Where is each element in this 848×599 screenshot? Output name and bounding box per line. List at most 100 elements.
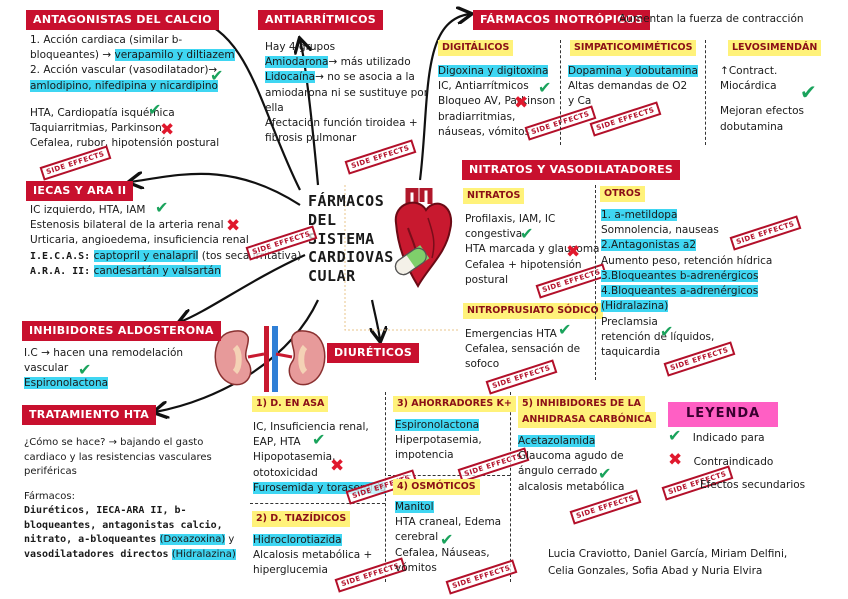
kidney-illustration xyxy=(214,326,326,392)
tia-line-3: hiperglucemia xyxy=(253,564,328,577)
ieca-contraindications: Estenosis bilateral de la arteria renal xyxy=(30,219,224,232)
arrow-to-ieca xyxy=(130,174,301,206)
antiarr-line-1: Hay 4 grupos xyxy=(265,41,336,53)
diureticos-title: DIURÉTICOS xyxy=(327,343,420,363)
check-icon: ✔ xyxy=(558,320,572,339)
anhidrasa-section: Acetazolamida Glaucoma agudo de ángulo c… xyxy=(518,434,638,495)
trat-line-1: ¿Cómo se hace? → bajando el gasto xyxy=(24,437,204,448)
ieca-title: IECAS Y ARA II xyxy=(26,181,134,201)
simp-line-3: y Ca xyxy=(568,95,592,108)
trat-line-3: periféricas xyxy=(24,466,77,477)
asa-title: 1) D. EN ASA xyxy=(252,396,329,412)
dig-side-1: bradiarritmias, xyxy=(438,110,516,123)
antag-line-3: 2. Acción vascular (vasodilatador)→ xyxy=(30,64,218,77)
antagonistas-calcio-title: ANTAGONISTAS DEL CALCIO xyxy=(26,10,219,30)
main-title: FÁRMACOS DEL SISTEMA CARDIOVAS CULAR xyxy=(308,192,394,285)
trat-line-5: Diuréticos, IECA-ARA II, b- xyxy=(24,505,187,516)
levosimendan-section: ↑Contract. Miocárdica Mejoran efectos do… xyxy=(720,64,840,135)
digitalicos-section: Digoxina y digitoxina IC, Antiarrítmicos… xyxy=(438,64,563,140)
antag-line-1: 1. Acción cardiaca (similar b- xyxy=(30,34,183,46)
antiarritmicos-section: Hay 4 grupos Amiodarona→ más utilizado L… xyxy=(265,40,435,147)
aldo-line-1: I.C → hacen una remodelación xyxy=(24,347,184,359)
asa-section: IC, Insuficiencia renal, EAP, HTA Hipopo… xyxy=(253,420,387,496)
osmoticos-section: Manitol HTA craneal, Edema cerebral Cefa… xyxy=(395,500,507,576)
antiarr-drug-2: Lidocaína xyxy=(265,71,316,84)
aho-drug: Espironolactona xyxy=(395,419,480,431)
arrow-to-inotropicos xyxy=(418,14,470,181)
authors: Lucia Craviotto, Daniel García, Miriam D… xyxy=(548,546,838,580)
osmoticos-title: 4) OSMÓTICOS xyxy=(393,479,480,495)
levosimendan-title: LEVOSIMENDÁN xyxy=(728,40,822,56)
check-icon: ✔ xyxy=(538,78,552,97)
simpaticomimeticos-section: Dopamina y dobutamina Altas demandas de … xyxy=(568,64,698,110)
anh-drug: Acetazolamida xyxy=(518,435,596,447)
check-icon: ✔ xyxy=(520,224,534,243)
nitroprusiato-title: NITROPRUSIATO SÓDICO xyxy=(463,303,603,319)
ieca-drugs: captopril y enalapril xyxy=(93,249,199,262)
tratamiento-section: ¿Cómo se hace? → bajando el gasto cardia… xyxy=(24,436,236,562)
legend: ✔ Indicado para ✖ Contraindicado SIDE EF… xyxy=(661,428,828,502)
antag-line-2a: bloqueantes) → xyxy=(30,49,112,62)
cross-icon: ✖ xyxy=(330,456,345,476)
otros-line-2: Somnolencia, nauseas xyxy=(601,224,719,237)
cross-icon: ✖ xyxy=(160,120,175,140)
ieca-indications: IC izquierdo, HTA, IAM xyxy=(30,204,146,216)
antiarr-drug-1: Amiodarona xyxy=(265,56,329,69)
antiarritmicos-title: ANTIARRÍTMICOS xyxy=(258,10,383,30)
dig-contraindications: Bloqueo AV, Parkinson xyxy=(438,95,556,108)
divider xyxy=(705,40,706,145)
check-icon: ✔ xyxy=(800,80,817,104)
inotropicos-title: FÁRMACOS INOTRÓPICOS xyxy=(473,10,651,30)
otros-line-8: Preclamsia xyxy=(601,315,658,328)
check-icon: ✔ xyxy=(440,530,454,549)
asa-line-4: ototoxicidad xyxy=(253,466,318,479)
trat-line-7c: y xyxy=(228,534,235,545)
otros-line-10: taquicardia xyxy=(601,345,661,358)
nit-line-2: congestiva xyxy=(465,228,523,241)
nitratos-title: NITRATOS Y VASODILATADORES xyxy=(462,160,681,180)
osm-line-5: vómitos xyxy=(395,561,437,574)
dig-drugs: Digoxina y digitoxina xyxy=(438,65,549,77)
ahorradores-section: Espironolactona Hiperpotasemia, impotenc… xyxy=(395,418,507,464)
tiazidicos-title: 2) D. TIAZÍDICOS xyxy=(252,511,351,527)
cross-icon: ✖ xyxy=(514,93,529,113)
divider xyxy=(595,185,596,380)
osm-line-2: HTA craneal, Edema xyxy=(395,516,502,529)
nitratos-section: Profilaxis, IAM, IC congestiva HTA marca… xyxy=(465,212,600,288)
antiarr-line-2b: → más utilizado xyxy=(328,56,411,69)
tratamiento-title: TRATAMIENTO HTA xyxy=(22,405,157,425)
antiarr-line-4: amiodarona ni se sustituye por xyxy=(265,86,429,99)
legend-contra: Contraindicado xyxy=(693,456,774,469)
legend-title: LEYENDA xyxy=(668,402,779,427)
otros-drug-3: 3.Bloqueantes b-adrenérgicos xyxy=(601,269,759,282)
tia-line-2: Alcalosis metabólica + xyxy=(253,549,373,562)
check-icon: ✔ xyxy=(660,322,674,341)
divider xyxy=(510,392,511,582)
ieca-label: I.E.C.A.S: xyxy=(30,250,91,262)
digitalicos-title: DIGITÁLICOS xyxy=(438,40,514,56)
aldosterona-title: INHIBIDORES ALDOSTERONA xyxy=(22,321,221,341)
trat-line-4: Fármacos: xyxy=(24,490,75,502)
legend-efectos: Efectos secundarios xyxy=(700,479,806,492)
osm-drug: Manitol xyxy=(395,501,434,513)
antag-drug-1: verapamilo y diltiazem xyxy=(114,49,235,62)
aldo-line-2: vascular xyxy=(24,362,69,375)
trat-line-6: bloqueantes, antagonistas calcio, xyxy=(24,519,223,531)
divider xyxy=(560,40,561,145)
ara-label: A.R.A. II: xyxy=(30,266,91,278)
divider xyxy=(250,503,385,504)
osm-line-4: Cefalea, Náuseas, xyxy=(395,546,490,559)
inotropicos-subtitle: Aumentan la fuerza de contracción xyxy=(619,13,804,25)
anhidrasa-title: 5) INHIBIDORES DE LA ANHIDRASA CARBÓNICA xyxy=(518,396,656,428)
asa-line-2: EAP, HTA xyxy=(253,436,301,449)
trat-drug-1: (Doxazoxina) xyxy=(159,534,226,545)
ahorradores-title: 3) AHORRADORES K+ xyxy=(393,396,516,412)
antag-side-effects: Cefalea, rubor, hipotensión postural xyxy=(30,137,220,150)
check-icon: ✔ xyxy=(312,430,326,449)
simp-line-2: Altas demandas de O2 xyxy=(568,80,688,93)
nit-line-1: Profilaxis, IAM, IC xyxy=(465,213,556,225)
antiarr-line-6: Afectación función tiroidea + xyxy=(265,117,418,130)
ieca-side-effects: Urticaria, angioedema, insuficiencia ren… xyxy=(30,234,249,247)
tia-drug: Hidroclorotiazida xyxy=(253,534,342,546)
tiazidicos-section: Hidroclorotiazida Alcalosis metabólica +… xyxy=(253,533,383,579)
